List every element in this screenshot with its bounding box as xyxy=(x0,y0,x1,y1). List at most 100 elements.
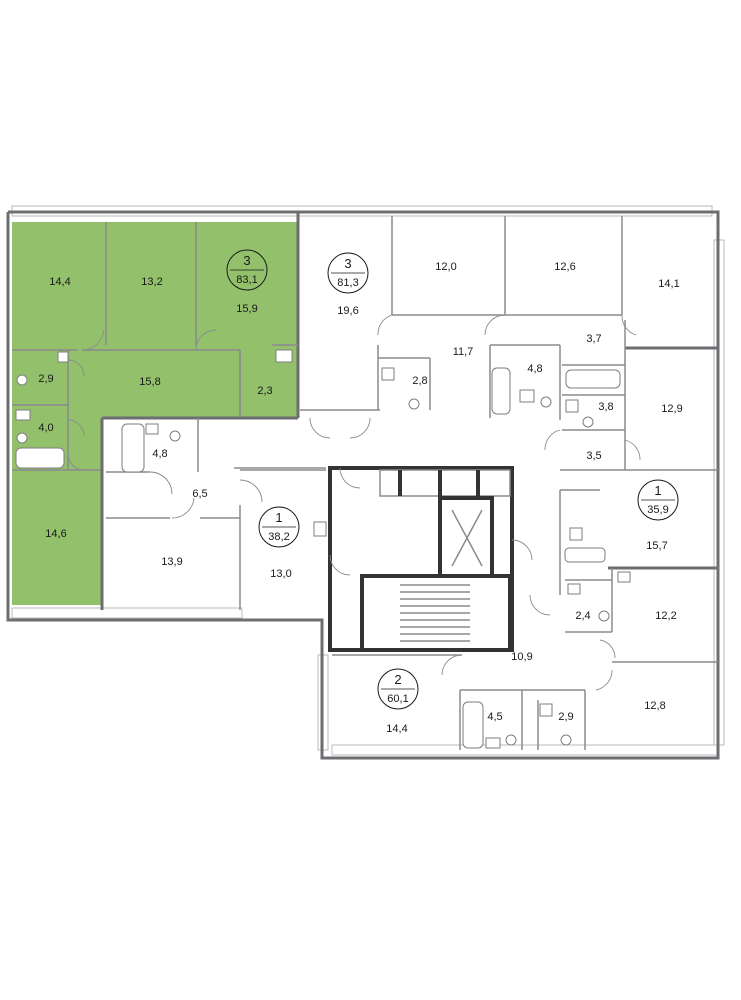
room-area: 2,9 xyxy=(558,711,573,723)
door-swing xyxy=(595,669,613,691)
toilet-icon xyxy=(16,432,28,444)
sink-icon xyxy=(617,571,631,583)
door-swing xyxy=(309,417,331,439)
doors xyxy=(67,314,641,691)
room-area: 4,0 xyxy=(38,422,53,434)
door-swing xyxy=(377,314,393,336)
toilet-icon xyxy=(169,430,181,442)
sink-icon xyxy=(145,423,159,435)
apartment-badge-apt-1-right[interactable]: 1 35,9 xyxy=(637,479,679,521)
room-labels: 14,4 13,2 15,9 2,9 15,8 4,0 2,3 14,6 4,8… xyxy=(38,261,682,735)
fixtures xyxy=(15,349,631,749)
sink-icon xyxy=(539,703,553,717)
sink-icon xyxy=(567,583,581,595)
highlight-fill xyxy=(12,222,298,605)
bathtub-icon xyxy=(462,701,484,749)
badge-area: 35,9 xyxy=(647,504,668,516)
sink-icon xyxy=(569,527,583,541)
room-area: 14,4 xyxy=(386,723,407,735)
sink-icon xyxy=(275,349,293,363)
sink-icon xyxy=(313,521,327,537)
door-swing xyxy=(544,429,561,451)
room-area: 2,9 xyxy=(38,373,53,385)
door-swing xyxy=(239,479,263,503)
sink-icon xyxy=(485,737,501,749)
toilet-icon xyxy=(582,416,594,428)
toilet-icon xyxy=(540,396,552,408)
apartment-badge-apt-1-mid[interactable]: 1 38,2 xyxy=(258,506,300,548)
room-area: 4,8 xyxy=(152,448,167,460)
room-area: 4,5 xyxy=(487,711,502,723)
room-area: 15,7 xyxy=(646,540,667,552)
door-swing xyxy=(624,439,641,461)
door-swing xyxy=(67,454,85,471)
door-swing xyxy=(621,314,637,336)
interior-walls xyxy=(12,212,718,750)
sink-icon xyxy=(381,367,395,381)
badge-area: 60,1 xyxy=(387,693,408,705)
room-area: 13,2 xyxy=(141,276,162,288)
toilet-icon xyxy=(408,398,420,410)
badge-rooms: 1 xyxy=(275,510,282,525)
room-area: 12,0 xyxy=(435,261,456,273)
door-swing xyxy=(599,639,616,659)
door-swing xyxy=(349,417,371,439)
room-area: 13,9 xyxy=(161,556,182,568)
door-swing xyxy=(171,497,195,519)
door-swing xyxy=(511,539,533,561)
door-swing xyxy=(484,314,506,336)
room-area: 12,8 xyxy=(644,700,665,712)
room-area: 3,7 xyxy=(586,333,601,345)
badge-rooms: 3 xyxy=(344,256,351,271)
door-swing xyxy=(81,329,105,351)
room-area: 11,7 xyxy=(453,346,474,358)
door-swing xyxy=(441,654,463,676)
room-area: 15,9 xyxy=(236,303,257,315)
sink-icon xyxy=(565,399,579,413)
toilet-icon xyxy=(598,610,610,622)
room-area: 2,3 xyxy=(257,385,272,397)
room-area: 12,9 xyxy=(661,403,682,415)
elevator-cross xyxy=(451,509,483,567)
window-bottom-left xyxy=(11,607,243,619)
bathtub-icon xyxy=(15,447,65,469)
room-area: 2,4 xyxy=(575,610,590,622)
outer-walls xyxy=(6,210,720,760)
sink-icon xyxy=(519,389,535,403)
sink-icon xyxy=(15,409,31,421)
stair-well xyxy=(360,574,512,652)
apartment-badge-apt-2-bottom[interactable]: 2 60,1 xyxy=(377,668,419,710)
room-area: 2,8 xyxy=(412,375,427,387)
room-area: 4,8 xyxy=(527,363,542,375)
stair-steps xyxy=(400,584,470,642)
door-swing xyxy=(329,554,351,576)
room-area: 10,9 xyxy=(511,651,532,663)
bathtub-icon xyxy=(565,369,621,389)
bathtub-icon xyxy=(491,367,511,415)
toilet-icon xyxy=(16,374,28,386)
toilet-icon xyxy=(560,734,572,746)
room-area: 3,8 xyxy=(598,401,613,413)
badge-area: 38,2 xyxy=(268,531,289,543)
bathtub-icon xyxy=(564,547,606,563)
badge-rooms: 1 xyxy=(654,483,661,498)
window-bottom-right xyxy=(331,744,719,756)
door-swing xyxy=(149,471,173,495)
room-area: 14,4 xyxy=(49,276,70,288)
door-swing xyxy=(195,329,217,351)
door-swing xyxy=(67,419,85,437)
toilet-icon xyxy=(505,734,517,746)
badge-area: 81,3 xyxy=(337,277,358,289)
sink-icon xyxy=(57,351,69,363)
outer-wall xyxy=(6,210,720,760)
apartment-badge-apt-3-top[interactable]: 3 81,3 xyxy=(327,252,369,294)
apartment-badge-apt-3-left[interactable]: 3 83,1 xyxy=(226,249,268,291)
door-swing xyxy=(67,359,85,377)
room-area: 15,8 xyxy=(139,376,160,388)
bathtub-icon xyxy=(121,423,145,473)
room-area: 19,6 xyxy=(337,305,358,317)
badge-area: 83,1 xyxy=(236,274,257,286)
building-core xyxy=(328,466,514,652)
highlighted-apartment[interactable] xyxy=(12,222,298,605)
